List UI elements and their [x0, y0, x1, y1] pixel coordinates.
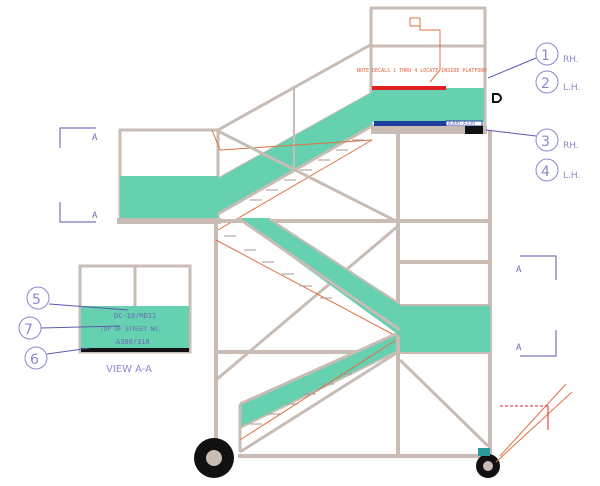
svg-text:7: 7: [24, 322, 33, 338]
braces: [215, 128, 490, 454]
svg-text:5: 5: [32, 292, 41, 308]
svg-text:4: 4: [541, 164, 550, 180]
right-landing-panel: [400, 306, 490, 352]
middle-stair-flight: [215, 216, 401, 337]
right-wheel: [476, 448, 500, 478]
tow-bar: [495, 383, 573, 463]
decal-red-strip: [372, 86, 446, 90]
svg-text:6: 6: [30, 352, 39, 368]
view-line-1: DC-10/MD11: [114, 312, 156, 320]
section-label: A: [92, 211, 98, 221]
callout-1: 1 RH.: [487, 42, 579, 79]
svg-text:RH.: RH.: [563, 55, 579, 65]
view-caption: VIEW A-A: [106, 364, 152, 375]
decal-label: A300-A330: [448, 121, 475, 127]
callout-7: 7: [18, 316, 121, 340]
svg-text:3: 3: [541, 134, 550, 150]
svg-text:1: 1: [541, 48, 550, 64]
callout-2: 2 L.H.: [535, 70, 580, 94]
view-line-2: TOP OF STREET NO.: [100, 326, 161, 333]
svg-text:RH.: RH.: [563, 141, 579, 151]
svg-text:L.H.: L.H.: [563, 83, 580, 93]
upper-hose: [409, 17, 441, 83]
left-landing: [117, 128, 221, 224]
callout-6: 6: [24, 346, 91, 370]
lower-stair-flight: [238, 332, 397, 452]
section-mark-right: [520, 255, 557, 357]
section-mark-top-left: [59, 127, 96, 223]
svg-text:2: 2: [541, 76, 550, 92]
callout-4: 4 L.H.: [535, 158, 580, 182]
decal-blue-strip: [374, 121, 446, 126]
section-label: A: [516, 265, 522, 275]
upper-stair-flight: [211, 42, 373, 231]
step-marks: [224, 139, 364, 425]
upper-platform-panel: [372, 88, 484, 122]
section-label: A: [516, 343, 522, 353]
latch-icon: [492, 93, 502, 103]
view-aa-panel: DC-10/MD11 TOP OF STREET NO. A300/310 VI…: [78, 264, 192, 375]
section-label: A: [92, 133, 98, 143]
main-deck: [371, 126, 487, 134]
callout-3: 3 RH.: [485, 128, 579, 152]
platform-note: NOTE DECALS 1 THRU 4 LOCATE INSIDE PLATF…: [357, 68, 486, 74]
view-line-3: A300/310: [116, 338, 150, 346]
svg-text:L.H.: L.H.: [563, 171, 580, 181]
left-wheel: [194, 438, 234, 478]
callout-5: 5: [26, 286, 129, 311]
